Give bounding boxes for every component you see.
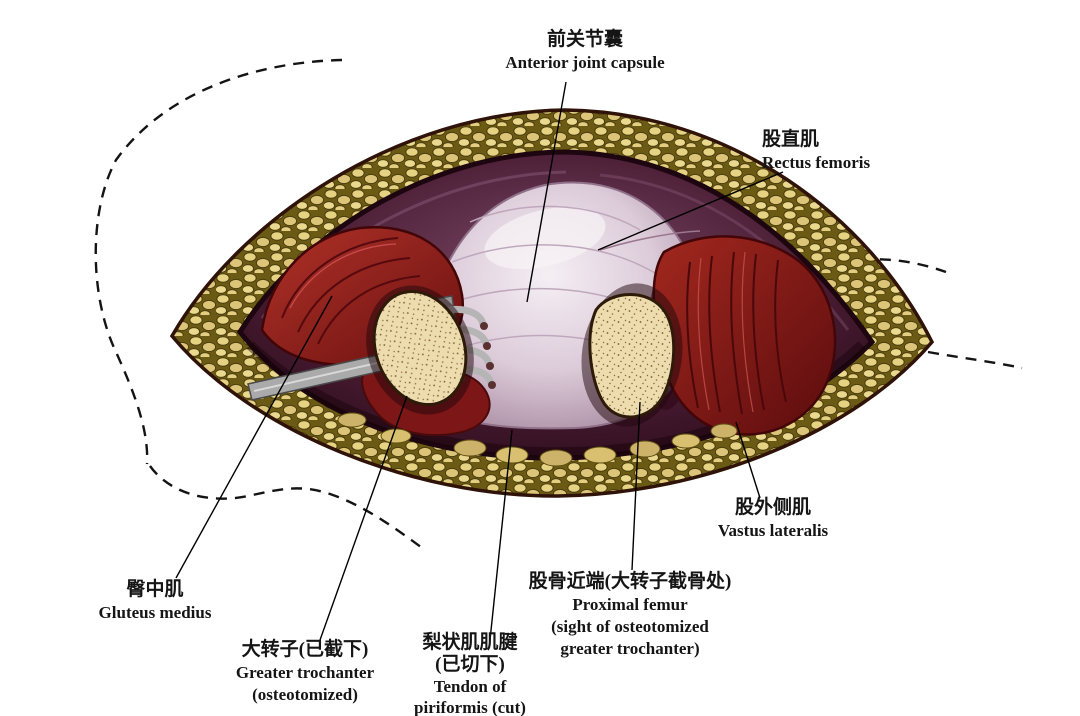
label-rectus-femoris-zh: 股直肌 bbox=[762, 129, 820, 150]
label-gluteus-medius-en: Gluteus medius bbox=[98, 603, 212, 622]
label-tendon-piriformis-en2: piriformis (cut) bbox=[414, 698, 526, 716]
leader-line-greater-trochanter bbox=[319, 395, 408, 641]
label-vastus-lateralis: 股外侧肌 Vastus lateralis bbox=[718, 496, 828, 542]
label-tendon-piriformis-zh2: (已切下) bbox=[435, 654, 505, 675]
label-greater-trochanter-en1: Greater trochanter bbox=[235, 663, 375, 682]
label-proximal-femur-en2: (sight of osteotomized bbox=[551, 617, 709, 636]
label-greater-trochanter: 大转子(已截下) Greater trochanter (osteotomize… bbox=[236, 638, 374, 706]
label-vastus-lateralis-zh: 股外侧肌 bbox=[734, 497, 812, 518]
leader-line-tendon-piriformis bbox=[489, 429, 513, 641]
label-proximal-femur-en1: Proximal femur bbox=[572, 595, 688, 614]
proximal-femur-illustration bbox=[581, 283, 683, 427]
label-vastus-lateralis-en: Vastus lateralis bbox=[717, 521, 829, 540]
label-proximal-femur-zh: 股骨近端(大转子截骨处) bbox=[528, 571, 732, 592]
label-greater-trochanter-zh: 大转子(已截下) bbox=[241, 639, 369, 660]
label-greater-trochanter-en2: (osteotomized) bbox=[252, 685, 358, 704]
label-anterior-joint-capsule-en: Anterior joint capsule bbox=[505, 53, 665, 72]
label-tendon-piriformis-zh1: 梨状肌肌腱 bbox=[422, 632, 518, 653]
leader-line-proximal-femur bbox=[631, 401, 641, 571]
label-proximal-femur-en3: greater trochanter) bbox=[560, 639, 700, 658]
label-rectus-femoris: 股直肌 Rectus femoris bbox=[762, 128, 870, 174]
leader-line-gluteus-medius bbox=[175, 295, 333, 579]
leader-lines bbox=[175, 81, 784, 641]
leader-line-vastus-lateralis bbox=[735, 421, 761, 499]
label-gluteus-medius: 臀中肌 Gluteus medius bbox=[99, 578, 212, 624]
label-anterior-joint-capsule: 前关节囊 Anterior joint capsule bbox=[505, 28, 664, 74]
label-proximal-femur: 股骨近端(大转子截骨处) Proximal femur (sight of os… bbox=[529, 570, 732, 660]
greater-trochanter-illustration bbox=[366, 285, 474, 415]
skin-contour-dashed-lines bbox=[94, 58, 1023, 551]
label-tendon-piriformis: 梨状肌肌腱 (已切下) Tendon of piriformis (cut) bbox=[414, 632, 526, 716]
label-gluteus-medius-zh: 臀中肌 bbox=[126, 579, 184, 600]
label-tendon-piriformis-en1: Tendon of bbox=[433, 677, 507, 696]
leader-line-rectus-femoris bbox=[597, 171, 784, 251]
label-anterior-joint-capsule-zh: 前关节囊 bbox=[546, 29, 624, 50]
leader-line-anterior-joint-capsule bbox=[526, 81, 567, 303]
label-rectus-femoris-en: Rectus femoris bbox=[762, 153, 871, 172]
